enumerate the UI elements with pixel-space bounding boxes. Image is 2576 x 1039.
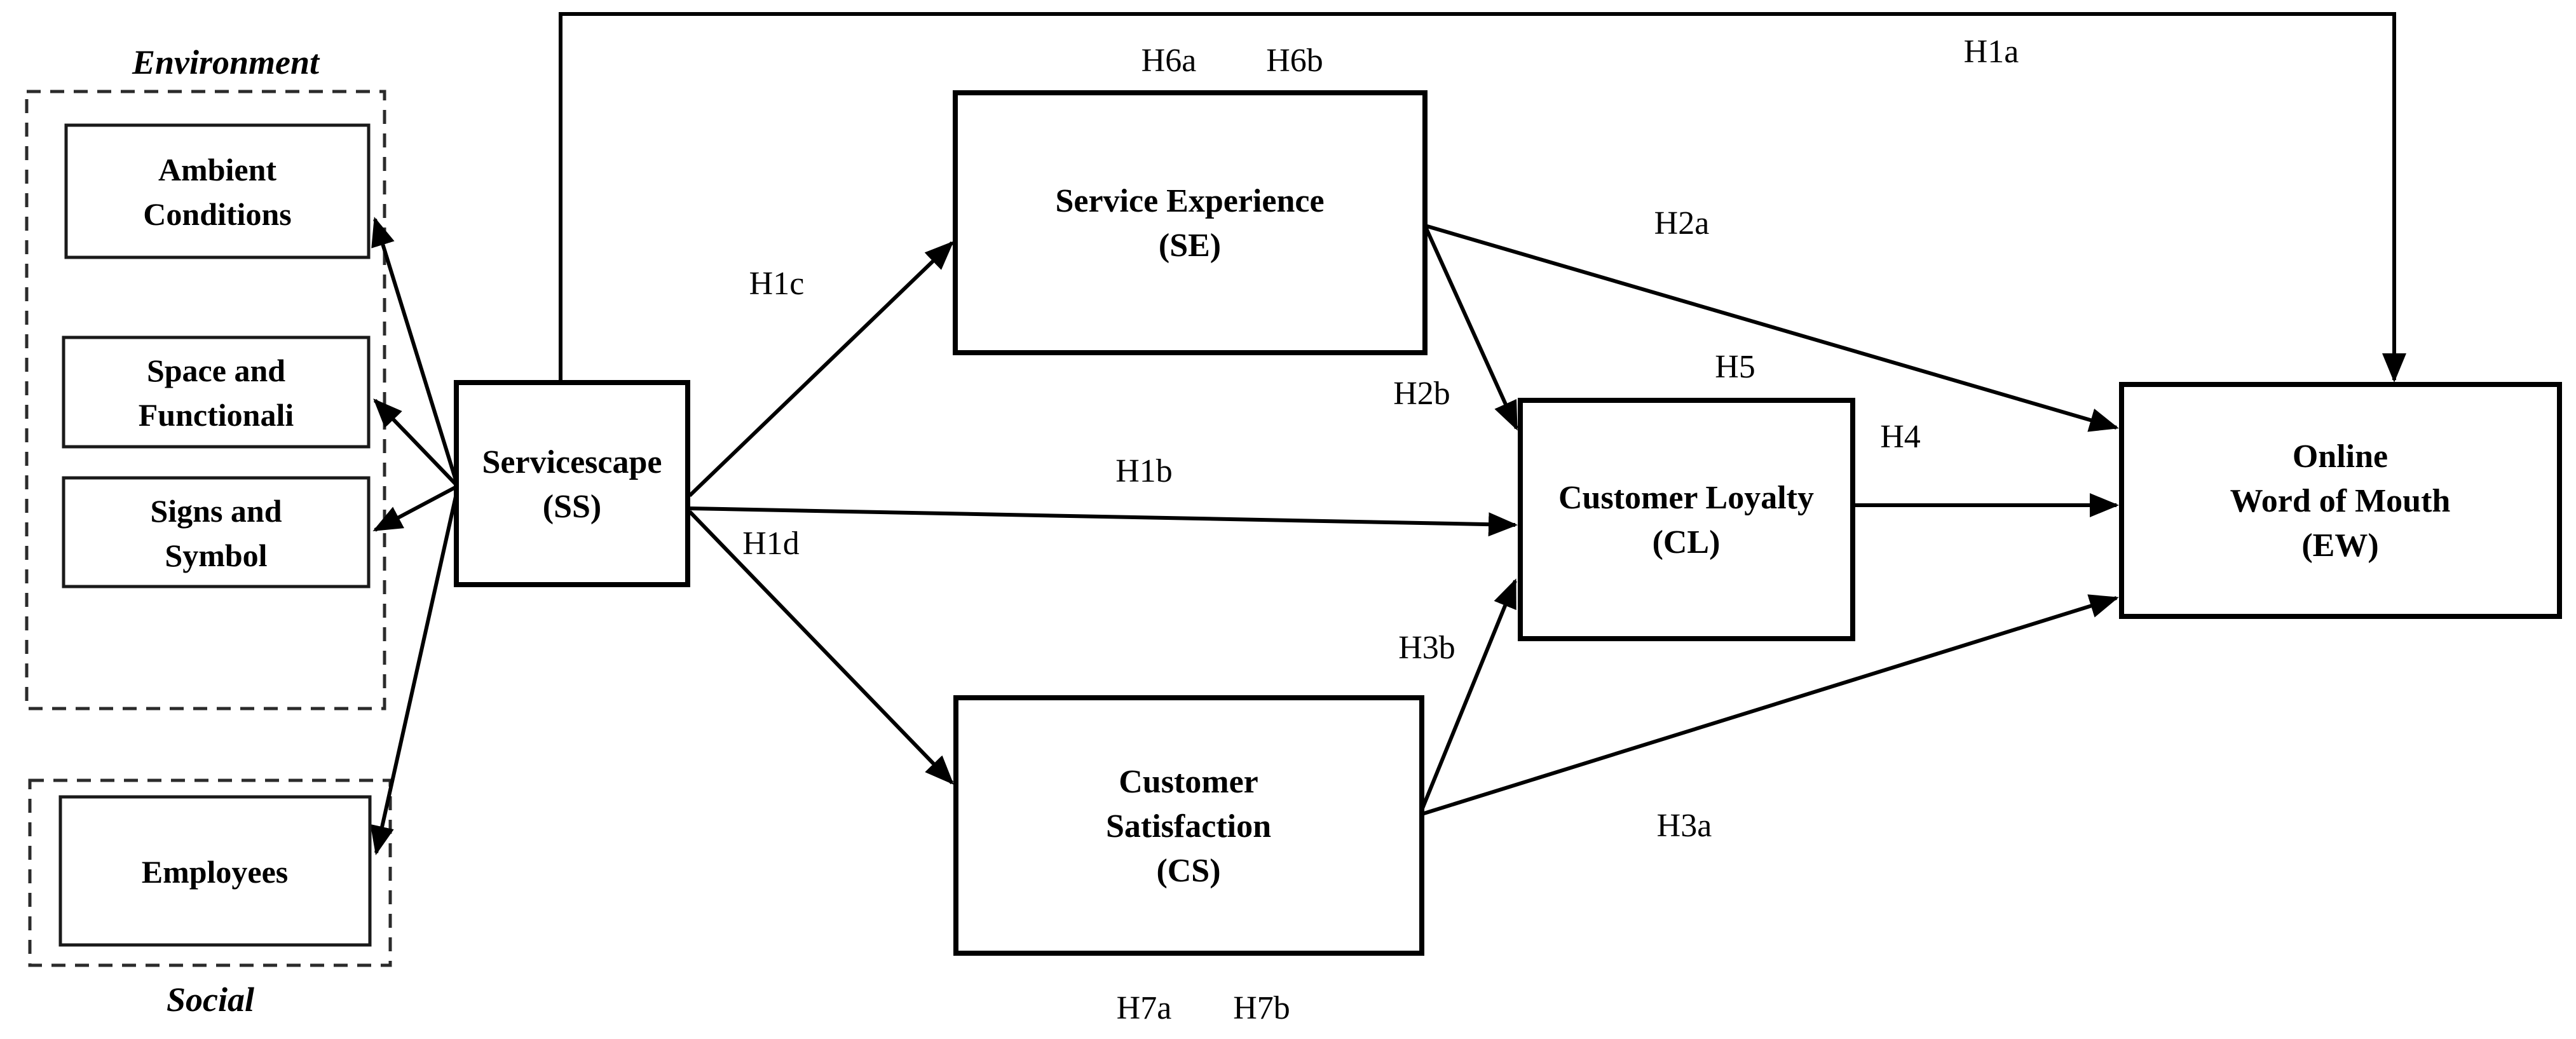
customer-satisfaction-label-line2: Satisfaction	[1106, 808, 1271, 845]
customer-loyalty-label-line2: (CL)	[1653, 524, 1721, 560]
employees-label: Employees	[142, 854, 289, 890]
signs-label-line2: Symbol	[165, 538, 267, 573]
node-service-experience	[953, 90, 1428, 355]
customer-satisfaction-label-line3: (CS)	[1156, 853, 1220, 889]
arrow-ss-to-ambient	[371, 217, 460, 487]
label-h1c: H1c	[749, 266, 805, 302]
arrow-ss-to-employees	[370, 487, 460, 855]
label-h4: H4	[1880, 419, 1921, 455]
label-h5: H5	[1715, 349, 1755, 385]
label-h1d: H1d	[742, 526, 800, 562]
ambient-label-line2: Conditions	[143, 196, 291, 232]
node-employees	[58, 795, 372, 947]
arrow-h2a-se-to-ew	[1424, 224, 2119, 432]
online-wom-label-line2: Word of Mouth	[2230, 483, 2451, 519]
online-wom-label-line3: (EW)	[2301, 527, 2378, 564]
social-group-box	[28, 778, 392, 967]
label-h2b: H2b	[1393, 376, 1450, 412]
label-h1a: H1a	[1964, 34, 2019, 70]
arrow-ss-to-space	[373, 398, 460, 488]
label-h6b: H6b	[1266, 43, 1323, 79]
node-servicescape	[454, 380, 690, 587]
label-h2a: H2a	[1654, 205, 1710, 241]
label-h1b: H1b	[1115, 453, 1173, 489]
arrow-ss-to-signs	[372, 484, 459, 532]
label-h6a: H6a	[1141, 43, 1197, 79]
servicescape-label-line2: (SS)	[543, 489, 601, 525]
customer-satisfaction-label-line1: Customer	[1119, 764, 1258, 800]
ambient-label-line1: Ambient	[158, 152, 276, 187]
environment-group-label: Environment	[132, 43, 320, 81]
node-space-functionality	[62, 336, 371, 449]
online-wom-label-line1: Online	[2293, 438, 2388, 475]
arrow-h1d-ss-to-cs	[688, 510, 954, 785]
arrow-h3b-cs-to-cl	[1418, 578, 1517, 816]
node-online-word-of-mouth	[2119, 382, 2562, 619]
social-group-label: Social	[167, 981, 254, 1019]
node-customer-satisfaction	[953, 695, 1424, 956]
customer-loyalty-label-line1: Customer Loyalty	[1558, 480, 1814, 516]
space-label-line1: Space and	[147, 353, 285, 388]
arrow-h3a-cs-to-ew	[1419, 594, 2119, 817]
arrow-h1c-ss-to-se	[688, 241, 954, 498]
arrow-h1b-ss-to-cl	[689, 506, 1518, 537]
arrow-h1a-ss-to-ew	[559, 12, 2406, 383]
node-signs-symbol	[62, 476, 371, 588]
servicescape-label-line1: Servicescape	[482, 444, 662, 480]
service-experience-label-line1: Service Experience	[1055, 183, 1324, 219]
label-h7b: H7b	[1233, 990, 1290, 1026]
service-experience-label-line2: (SE)	[1159, 227, 1221, 264]
node-customer-loyalty	[1518, 398, 1855, 641]
arrow-h2b-se-to-cl	[1423, 224, 1518, 431]
label-h3a: H3a	[1657, 808, 1712, 844]
node-ambient-conditions	[64, 123, 371, 259]
label-h3b: H3b	[1398, 630, 1455, 666]
label-h7a: H7a	[1117, 990, 1172, 1026]
signs-label-line1: Signs and	[150, 493, 282, 529]
space-label-line2: Functionali	[139, 397, 294, 433]
